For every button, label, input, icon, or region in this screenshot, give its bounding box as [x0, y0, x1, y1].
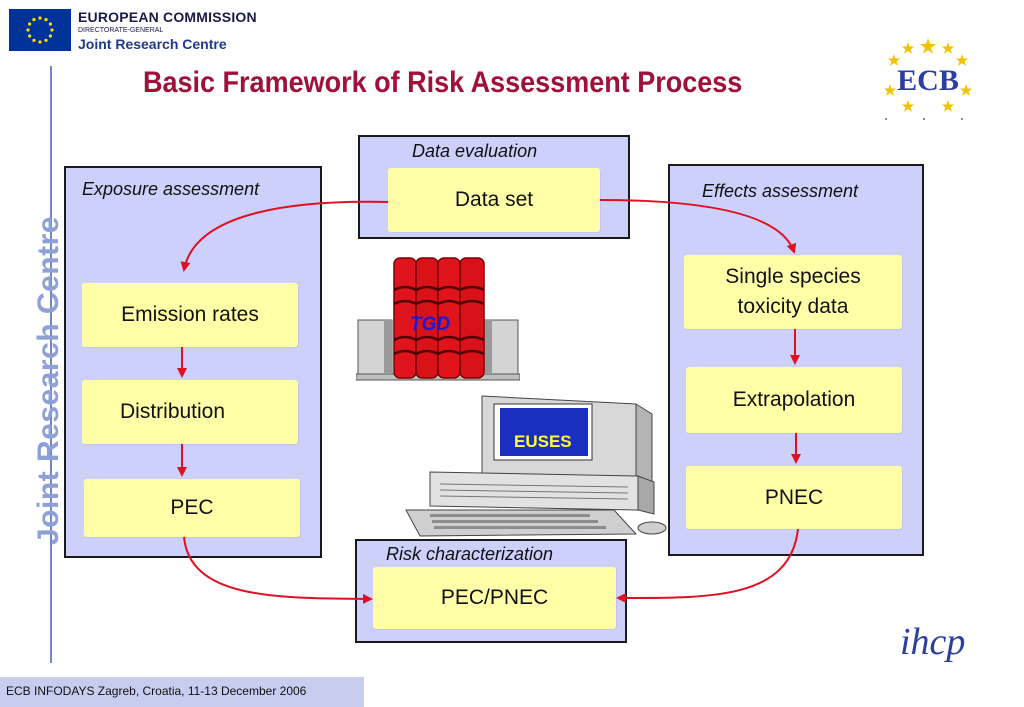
euses-label: EUSES [514, 432, 572, 451]
box-pec: PEC [84, 479, 300, 537]
arrow-pnec-to-ratio [616, 528, 799, 604]
panel-label-data-evaluation: Data evaluation [412, 141, 538, 161]
sidebar-divider [50, 66, 52, 663]
box-distribution: Distribution [82, 380, 298, 444]
box-pnec: PNEC [686, 466, 902, 529]
eu-flag-logo [9, 9, 71, 51]
box-extrapolation: Extrapolation [686, 367, 902, 433]
computer-illustration [400, 392, 670, 542]
footer-text: ECB INFODAYS Zagreb, Croatia, 11-13 Dece… [6, 684, 307, 698]
box-pec-pnec: PEC/PNEC [373, 567, 616, 629]
panel-label-effects: Effects assessment [702, 181, 859, 201]
ihcp-logo: ihcp [896, 610, 986, 670]
org-name: EUROPEAN COMMISSION [78, 9, 257, 25]
panel-label-exposure: Exposure assessment [82, 179, 260, 199]
box-data-set: Data set [388, 168, 600, 232]
org-unit: Joint Research Centre [78, 36, 227, 52]
arrow-dataset-to-emission [180, 200, 389, 272]
footer-bar [0, 677, 364, 707]
slide-title: Basic Framework of Risk Assessment Proce… [143, 66, 743, 99]
panel-label-risk: Risk characterization [386, 544, 554, 564]
arrow-dataset-to-species [599, 199, 797, 254]
ecb-logo: ECB [876, 36, 980, 120]
ecb-logo-text: ECB [897, 64, 959, 97]
tgd-label: TGD [410, 314, 451, 335]
ihcp-logo-text: ihcp [900, 621, 965, 663]
box-single-species: Single species toxicity data [684, 255, 902, 329]
org-directorate: DIRECTORATE-GENERAL [78, 27, 164, 34]
box-emission-rates: Emission rates [82, 283, 298, 347]
arrow-pec-to-ratio [183, 536, 373, 604]
